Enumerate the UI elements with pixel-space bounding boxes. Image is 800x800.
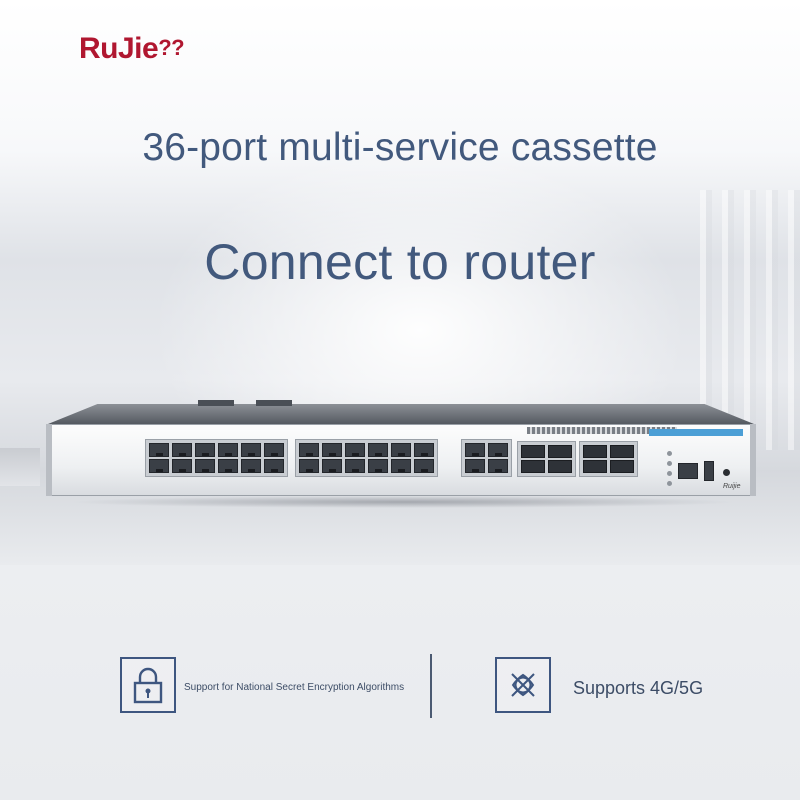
device-tab [256, 400, 292, 406]
sfp-port [548, 460, 572, 473]
feature-encryption-text: Support for National Secret Encryption A… [184, 682, 405, 693]
sfp-port-block [517, 441, 576, 477]
padlock-icon [120, 657, 176, 713]
status-led [667, 451, 672, 456]
headline-primary: 36-port multi-service cassette [142, 126, 658, 169]
brand-logo: RuJie?? [79, 32, 185, 66]
rj45-port [218, 443, 238, 457]
rj45-port [488, 443, 508, 457]
rj45-port [488, 459, 508, 473]
sfp-port [521, 445, 545, 458]
rj45-port [299, 443, 319, 457]
brand-logo-glyph: ?? [158, 35, 185, 60]
rj45-port-block [295, 439, 438, 477]
status-led [667, 471, 672, 476]
feature-divider [430, 654, 432, 718]
device-top-panel [48, 404, 754, 424]
usb-port [704, 461, 714, 481]
rj45-port [172, 443, 192, 457]
rj45-port [241, 443, 261, 457]
rj45-port [195, 443, 215, 457]
rack-ear-right [750, 424, 756, 496]
background-shelf [0, 448, 40, 486]
status-led [667, 461, 672, 466]
rj45-port [149, 443, 169, 457]
device-front-panel: Ruijie [48, 424, 754, 496]
sfp-port [521, 460, 545, 473]
rj45-port [414, 443, 434, 457]
sfp-port [610, 460, 634, 473]
rj45-port [465, 443, 485, 457]
rj45-port [368, 459, 388, 473]
signal-4g5g-icon [495, 657, 551, 713]
rj45-port [322, 443, 342, 457]
feature-4g5g-text: Supports 4G/5G [573, 678, 704, 698]
rack-ear-left [46, 424, 52, 496]
device-shadow [68, 496, 738, 508]
sfp-port [583, 445, 607, 458]
rj45-port-block [145, 439, 288, 477]
rj45-port [345, 459, 365, 473]
status-led [667, 481, 672, 486]
sfp-port-block [579, 441, 638, 477]
headline-secondary: Connect to router [204, 234, 596, 290]
rj45-port [299, 459, 319, 473]
device-brand-mark: Ruijie [723, 483, 741, 490]
console-port [678, 463, 698, 479]
sfp-port [610, 445, 634, 458]
sfp-port [548, 445, 572, 458]
rj45-port [241, 459, 261, 473]
rj45-port [391, 459, 411, 473]
rj45-port [149, 459, 169, 473]
rj45-port [368, 443, 388, 457]
rj45-port [322, 459, 342, 473]
rj45-port [345, 443, 365, 457]
status-led-group [667, 451, 681, 491]
rj45-port [195, 459, 215, 473]
rj45-port [218, 459, 238, 473]
rj45-port [264, 459, 284, 473]
network-switch-image: Ruijie [46, 400, 756, 508]
rj45-port [391, 443, 411, 457]
rj45-port [172, 459, 192, 473]
device-model-badge [649, 429, 743, 436]
rj45-port [264, 443, 284, 457]
device-vent [527, 427, 677, 434]
brand-logo-text: RuJie [79, 32, 159, 65]
rj45-port [465, 459, 485, 473]
device-tab [198, 400, 234, 406]
rj45-port-block [461, 439, 512, 477]
reset-button [723, 469, 730, 476]
sfp-port [583, 460, 607, 473]
rj45-port [414, 459, 434, 473]
